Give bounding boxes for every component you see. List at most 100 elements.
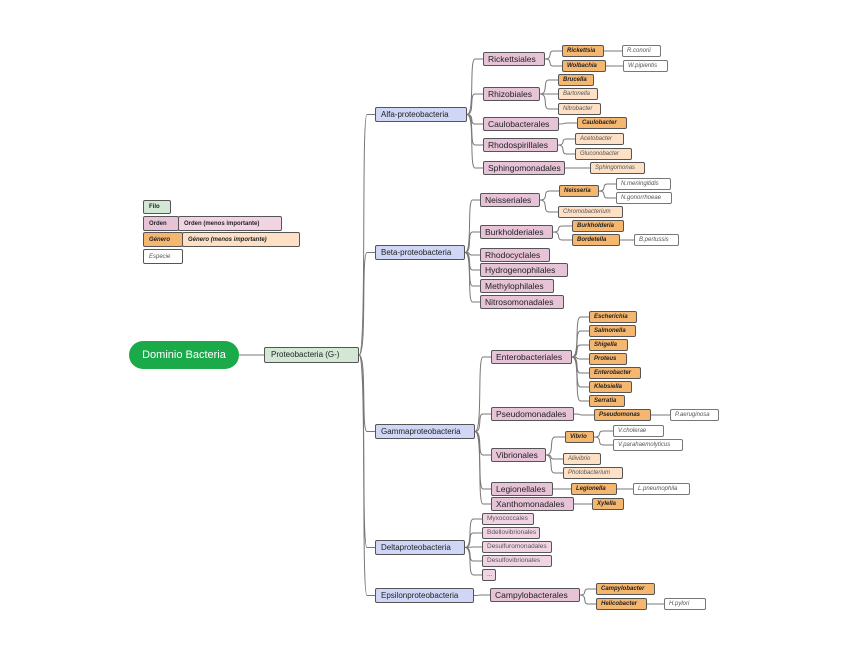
link-vibrionales-aliivibrio (545, 454, 563, 460)
orden-pseudomonadales[interactable]: Pseudomonadales (491, 407, 574, 421)
orden-rickettsiales[interactable]: Rickettsiales (483, 52, 545, 66)
root-label: Dominio Bacteria (142, 348, 226, 361)
especie-p-aeruginosa-label: P.aeruginosa (675, 412, 710, 418)
genero-escherichia-label: Escherichia (594, 314, 628, 320)
orden-methylophilales[interactable]: Methylophilales (480, 279, 554, 293)
clase-deltaproteobacteria[interactable]: Deltaproteobacteria (375, 540, 465, 555)
genero-salmonella-label: Salmonella (594, 328, 626, 334)
genero-brucella-label: Brucella (563, 77, 587, 83)
genero-sphingomonas[interactable]: Sphingomonas (590, 162, 645, 174)
especie-p-aeruginosa[interactable]: P.aeruginosa (670, 409, 719, 421)
genero-campylobacter-label: Campylobacter (601, 586, 645, 592)
orden-rhizobiales[interactable]: Rhizobiales (483, 87, 540, 101)
genero-rickettsia[interactable]: Rickettsia (562, 45, 604, 57)
genero-shigella[interactable]: Shigella (589, 339, 628, 351)
especie-h-pylori[interactable]: H.pylori (664, 598, 706, 610)
orden-caulobacterales[interactable]: Caulobacterales (483, 117, 559, 131)
orden-methylophilales-label: Methylophilales (485, 280, 544, 291)
orden-nitrosomonadales-label: Nitrosomonadales (485, 296, 554, 307)
link-filo-deltaproteobacteria (358, 354, 375, 548)
genero-wolbachia[interactable]: Wolbachia (562, 60, 606, 72)
genero-enterobacter[interactable]: Enterobacter (589, 367, 641, 379)
genero-helicobacter-label: Helicobacter (601, 601, 638, 607)
link-alfa-proteobacteria-rhodospirillales (466, 114, 483, 146)
link-rhodospirillales-acetobacter (557, 138, 575, 146)
orden-neisseriales[interactable]: Neisseriales (480, 193, 540, 207)
genero-campylobacter[interactable]: Campylobacter (596, 583, 655, 595)
genero-gluconobacter[interactable]: Gluconobacter (575, 148, 632, 160)
link-gammaproteobacteria-pseudomonadales (474, 413, 491, 432)
genero-neisseria[interactable]: Neisseria (559, 185, 599, 197)
genero-salmonella[interactable]: Salmonella (589, 325, 636, 337)
genero-legionella-label: Legionella (576, 486, 606, 492)
clase-alfa-proteobacteria[interactable]: Alfa-proteobacteria (375, 107, 467, 122)
especie-n-meningitidis[interactable]: N.meningitidis (616, 178, 671, 190)
genero-proteus[interactable]: Proteus (589, 353, 627, 365)
genero-caulobacter[interactable]: Caulobacter (577, 117, 627, 129)
genero-acetobacter[interactable]: Acetobacter (575, 133, 624, 145)
genero-legionella[interactable]: Legionella (571, 483, 617, 495)
filo-node[interactable]: Proteobacteria (G-) (264, 347, 359, 363)
orden-rhodospirillales[interactable]: Rhodospirillales (483, 138, 558, 152)
orden-desulfuromonadales[interactable]: Desulfuromonadales (482, 541, 552, 553)
link-enterobacteriales-serratia (571, 356, 589, 402)
orden-rhodocyclales[interactable]: Rhodocyclales (480, 248, 550, 262)
link-filo-gammaproteobacteria (358, 354, 375, 432)
genero-helicobacter[interactable]: Helicobacter (596, 598, 647, 610)
clase-gammaproteobacteria[interactable]: Gammaproteobacteria (375, 424, 475, 439)
clase-epsilonproteobacteria[interactable]: Epsilonproteobacteria (375, 588, 474, 603)
genero-acetobacter-label: Acetobacter (580, 136, 613, 142)
genero-burkholderia[interactable]: Burkholderia (572, 220, 624, 232)
orden-desulfovibrionales[interactable]: Desulfovibrionales (482, 555, 552, 567)
orden-neisseriales-label: Neisseriales (485, 194, 532, 205)
orden-rhizobiales-label: Rhizobiales (488, 88, 532, 99)
link-rhizobiales-brucella (539, 79, 558, 95)
link-alfa-proteobacteria-rickettsiales (466, 58, 483, 115)
orden-burkholderiales[interactable]: Burkholderiales (480, 225, 553, 239)
orden-xanthomonadales[interactable]: Xanthomonadales (491, 497, 574, 511)
orden-sphingomonadales[interactable]: Sphingomonadales (483, 161, 565, 175)
link-gammaproteobacteria-legionellales (474, 431, 491, 490)
orden-vibrionales[interactable]: Vibrionales (491, 448, 546, 462)
link-campylobacterales-helicobacter (579, 594, 596, 605)
especie-l-pneumophila[interactable]: L.pneumophila (633, 483, 690, 495)
orden-more[interactable]: ... (482, 569, 496, 581)
link-vibrionales-vibrio (545, 436, 565, 456)
genero-serratia[interactable]: Serratia (589, 395, 625, 407)
genero-chromobacterium[interactable]: Chromobacterium (558, 206, 623, 218)
orden-campylobacterales[interactable]: Campylobacterales (490, 588, 580, 602)
genero-photobacterium[interactable]: Photobacterium (563, 467, 623, 479)
genero-brucella[interactable]: Brucella (558, 74, 594, 86)
especie-b-pertussis[interactable]: B.pertussis (634, 234, 679, 246)
especie-r-conorii[interactable]: R.conorii (622, 45, 661, 57)
especie-v-cholerae[interactable]: V.cholerae (613, 425, 664, 437)
orden-myxococcales[interactable]: Myxococcales (482, 513, 534, 525)
genero-chromobacterium-label: Chromobacterium (563, 209, 611, 215)
link-beta-proteobacteria-nitrosomonadales (464, 252, 480, 303)
genero-xylella[interactable]: Xylella (592, 498, 624, 510)
genero-aliivibrio[interactable]: Aliivibrio (563, 453, 601, 465)
genero-bordetella[interactable]: Bordetella (572, 234, 620, 246)
especie-w-pipientis[interactable]: W.pipientis (623, 60, 668, 72)
clase-beta-proteobacteria[interactable]: Beta-proteobacteria (375, 245, 465, 260)
especie-n-gonorrhoeae[interactable]: N.gonorrhoeae (616, 192, 672, 204)
especie-n-gonorrhoeae-label: N.gonorrhoeae (621, 195, 662, 201)
orden-hydrogenophilales[interactable]: Hydrogenophilales (480, 263, 568, 277)
link-rickettsiales-wolbachia (544, 58, 562, 67)
link-neisseria-n-gonorrhoeae (598, 190, 616, 199)
genero-escherichia[interactable]: Escherichia (589, 311, 637, 323)
genero-gluconobacter-label: Gluconobacter (580, 151, 620, 157)
genero-pseudomonas[interactable]: Pseudomonas (594, 409, 651, 421)
root-node[interactable]: Dominio Bacteria (129, 341, 239, 369)
genero-klebsiella[interactable]: Klebsiella (589, 381, 632, 393)
orden-legionellales[interactable]: Legionellales (491, 482, 553, 496)
orden-bdellovibrionales[interactable]: Bdellovibrionales (482, 527, 540, 539)
genero-nitrobacter[interactable]: Nitrobacter (558, 103, 601, 115)
genero-bartonella[interactable]: Bartonella (558, 88, 598, 100)
orden-enterobacteriales[interactable]: Enterobacteriales (491, 350, 572, 364)
genero-proteus-label: Proteus (594, 356, 617, 362)
orden-nitrosomonadales[interactable]: Nitrosomonadales (480, 295, 564, 309)
especie-v-parahaemolyticus[interactable]: V.parahaemolyticus (613, 439, 683, 451)
genero-vibrio[interactable]: Vibrio (565, 431, 594, 443)
link-epsilonproteobacteria-campylobacterales (473, 594, 490, 596)
